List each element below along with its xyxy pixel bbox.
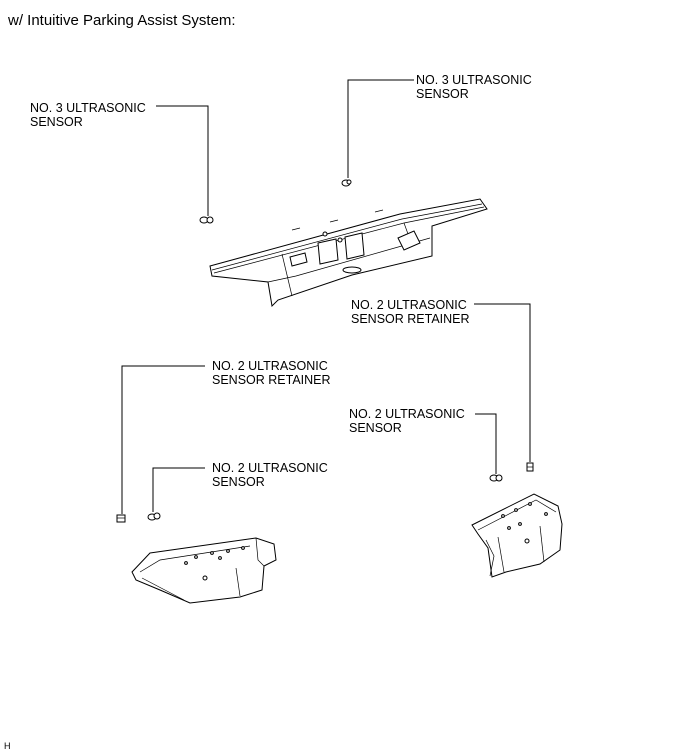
leader-no2-retainer-right xyxy=(474,303,531,462)
rear-bumper-center-part xyxy=(209,198,488,308)
no2-sensor-retainer-right-part xyxy=(526,462,534,472)
leader-no3-left xyxy=(156,105,209,216)
no3-sensor-right-part xyxy=(341,179,352,187)
no2-sensor-retainer-left-part xyxy=(116,514,126,523)
no2-sensor-right-part xyxy=(489,474,503,482)
rear-bumper-right-end-part xyxy=(471,493,563,578)
page-title: w/ Intuitive Parking Assist System: xyxy=(8,12,236,29)
leader-no2-sensor-left xyxy=(152,467,205,512)
figure-code: H xyxy=(4,741,11,751)
no3-sensor-left-part xyxy=(199,216,214,224)
leader-no3-right xyxy=(347,79,414,178)
rear-bumper-left-end-part xyxy=(131,537,277,604)
no2-sensor-left-part xyxy=(147,512,161,521)
leader-no2-sensor-right xyxy=(475,413,497,474)
leader-no2-retainer-left xyxy=(121,365,205,514)
